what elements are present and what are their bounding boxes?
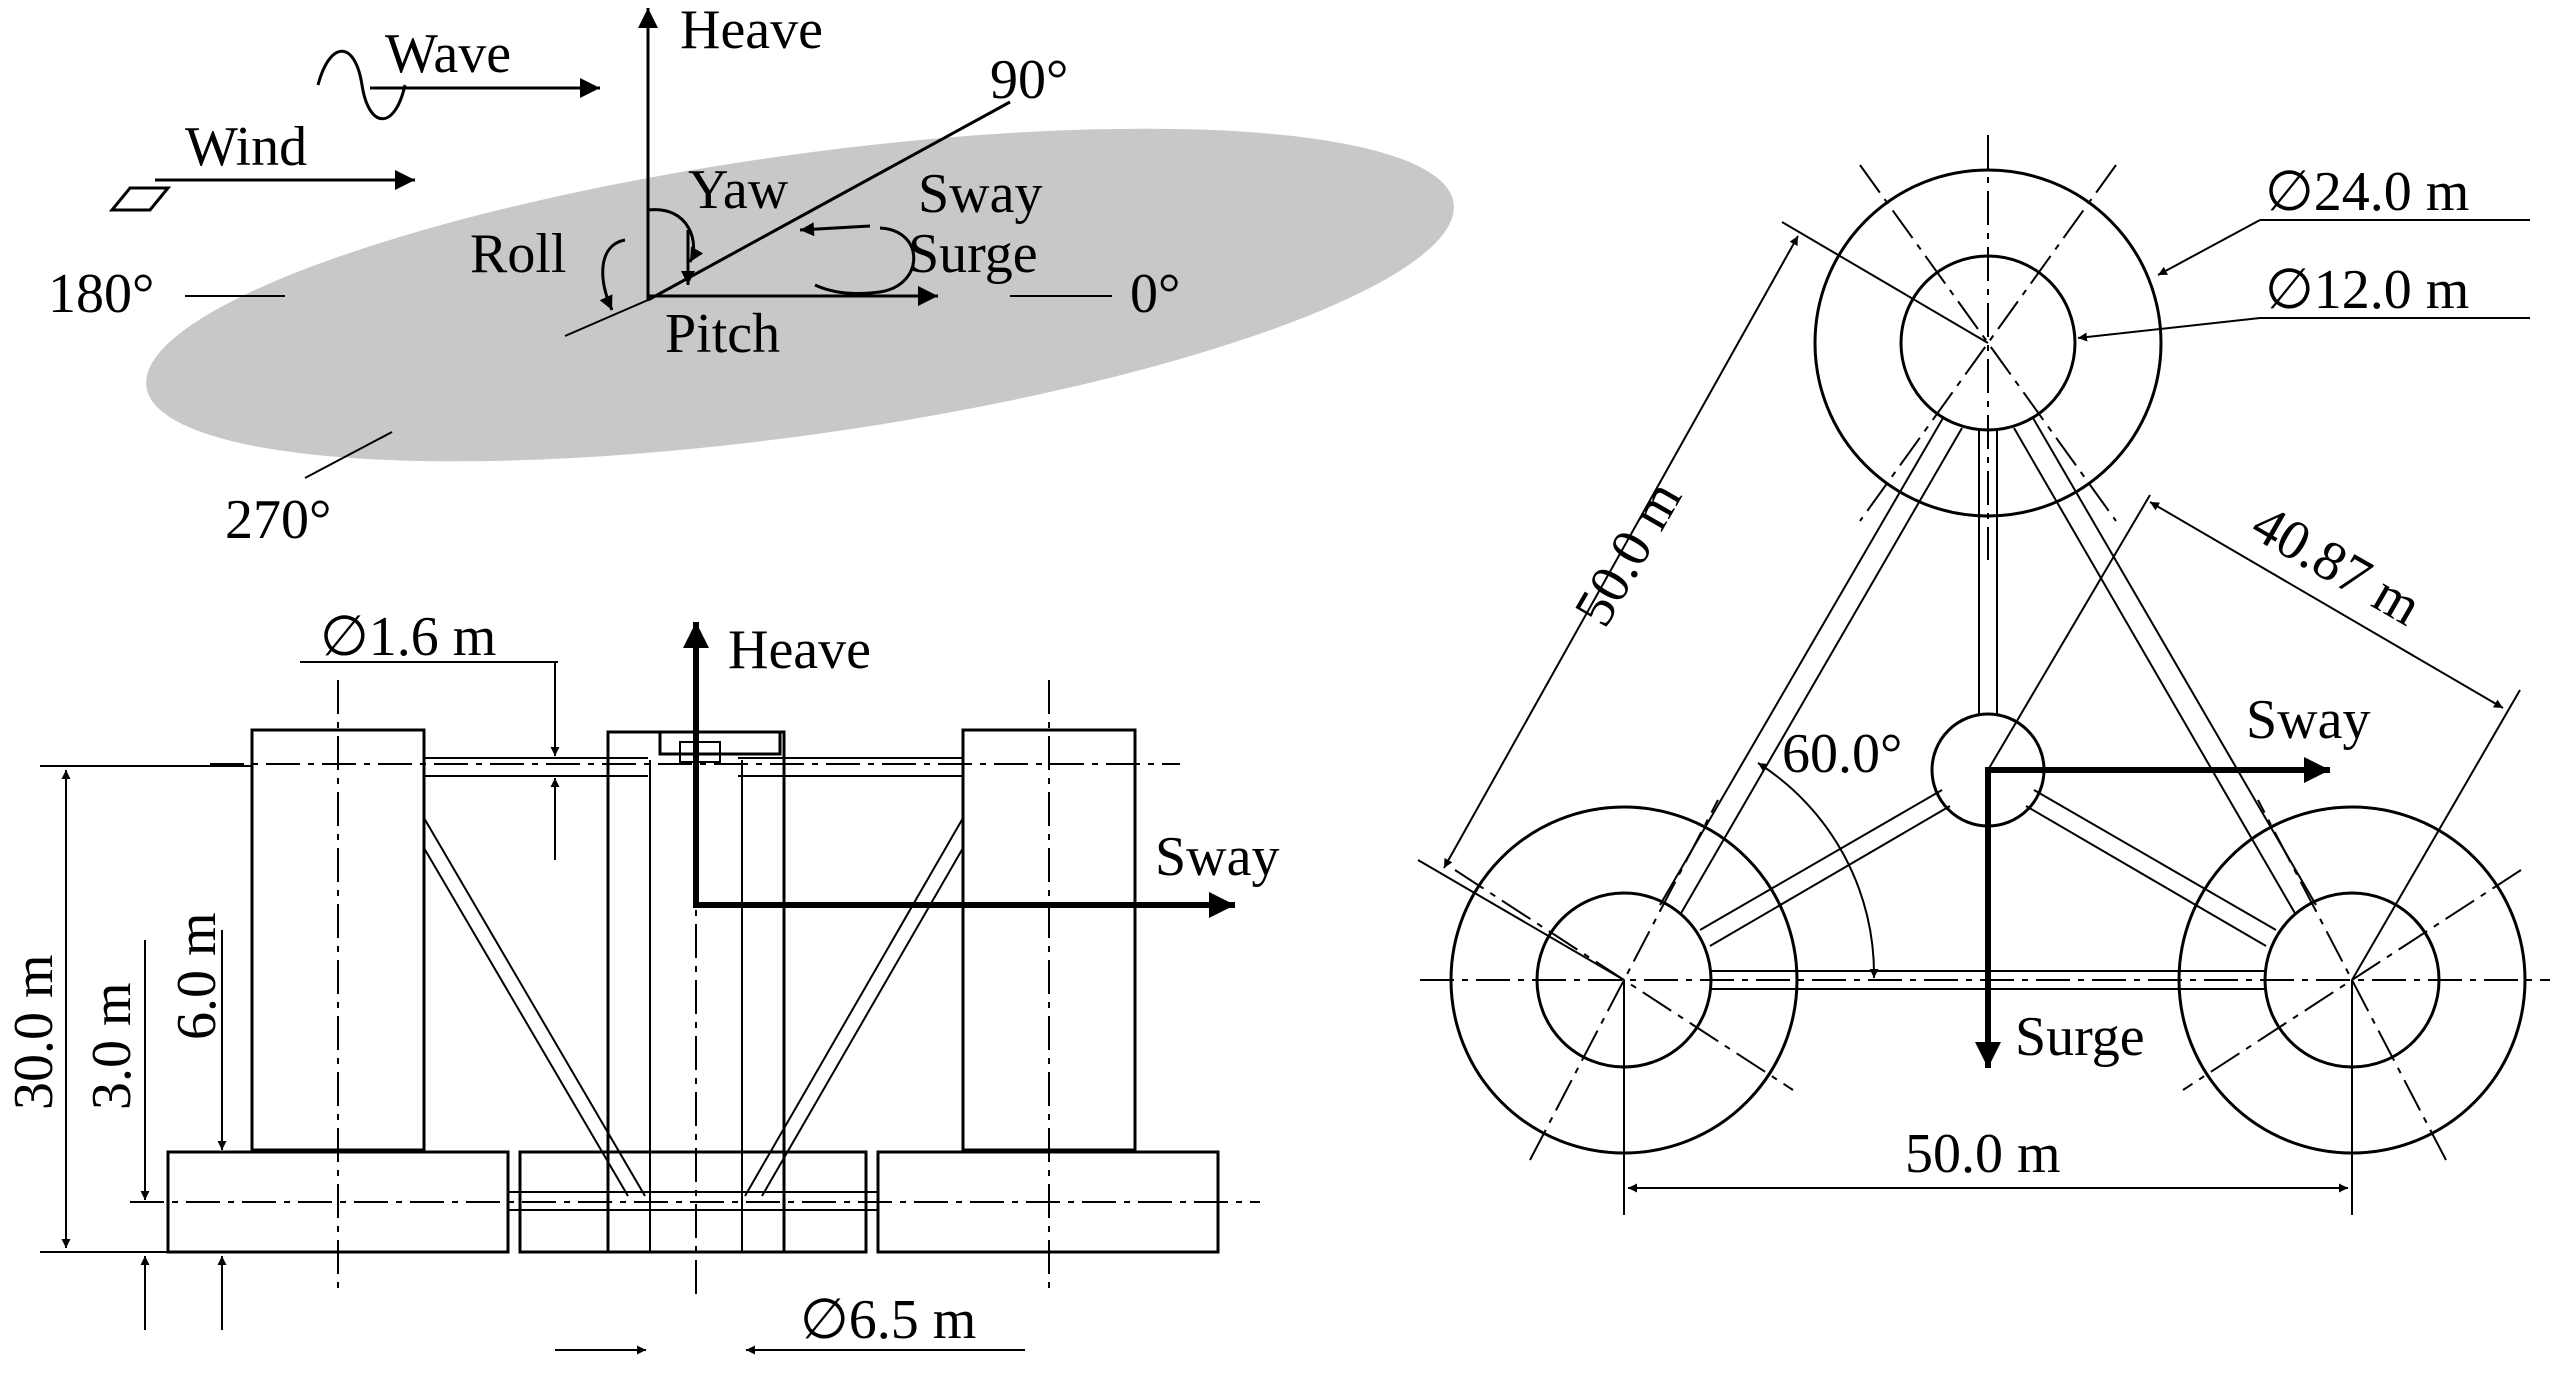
- side-length-dimension: [1443, 235, 1799, 869]
- inner-diameter-label: ∅12.0 m: [2265, 259, 2469, 321]
- plan-surge-label: Surge: [2015, 1006, 2145, 1068]
- brace-top-center: [1978, 430, 1998, 716]
- outer-diameter-label: ∅24.0 m: [2265, 161, 2469, 223]
- deg0-label: 0°: [1130, 263, 1180, 325]
- radius-dim-bottom-extension: [2351, 689, 2521, 981]
- diagonal-brace-left-b: [423, 847, 629, 1197]
- pitch-label: Pitch: [665, 303, 780, 365]
- surge-label-motion: Surge: [908, 223, 1038, 285]
- sway-rotation-head: [799, 222, 871, 237]
- brace-top-right: [2013, 417, 2317, 916]
- center-top-cap-inner: [679, 741, 721, 763]
- deg90-label: 90°: [990, 49, 1068, 111]
- height-total-label: 30.0 m: [3, 954, 65, 1110]
- brace-right-center: [2025, 789, 2277, 947]
- draft-label: 3.0 m: [81, 982, 143, 1110]
- wind-icon: [108, 186, 172, 212]
- radius-dim: [2149, 501, 2504, 709]
- angle-arc: [1757, 762, 1879, 979]
- heave-label-top: Heave: [680, 0, 823, 61]
- angle-label: 60.0°: [1782, 723, 1902, 785]
- center-radius-label: 40.87 m: [2242, 493, 2432, 638]
- roll-rotation-arrow: [599, 238, 626, 311]
- brace-diameter-label: ∅1.6 m: [320, 606, 496, 668]
- top-diagonal-centerline-a: [1859, 164, 2117, 522]
- deg270-label: 270°: [225, 489, 331, 551]
- yaw-rotation-arrow: [647, 208, 704, 263]
- diagonal-brace-left-a: [423, 817, 646, 1197]
- side-dim-top-extension: [1781, 221, 1989, 344]
- plan-sway-label: Sway: [2246, 689, 2370, 751]
- pontoon-height-label: 6.0 m: [166, 912, 228, 1040]
- plan-view: Sway Surge 60.0° 50.0 m 50.0 m 40.87 m ∅…: [1417, 135, 2550, 1215]
- roll-label: Roll: [470, 223, 566, 285]
- side-heave-label: Heave: [728, 619, 871, 681]
- top-diagonal-centerline-b: [1859, 164, 2117, 522]
- sway-rotation-arrow: [814, 226, 916, 296]
- side-length-label: 50.0 m: [1563, 471, 1694, 637]
- sway-axis-90: [647, 100, 1011, 302]
- inner-diameter-leader: [2077, 317, 2261, 342]
- wind-label: Wind: [185, 116, 307, 178]
- sway-label-motion: Sway: [918, 163, 1042, 225]
- outer-diameter-leader: [2157, 219, 2261, 276]
- motion-diagram: Heave Wave Wind 90° 180° 0° 270° Yaw Rol…: [48, 0, 1454, 551]
- wave-icon: [316, 50, 407, 120]
- center-diameter-label: ∅6.5 m: [800, 1289, 976, 1351]
- deg270-tick: [304, 431, 393, 479]
- brace-top-left: [1659, 417, 1963, 916]
- yaw-label: Yaw: [688, 159, 789, 221]
- diagonal-brace-right-a: [744, 817, 964, 1197]
- deg180-label: 180°: [48, 263, 154, 325]
- side-dim-bottom-extension: [1417, 859, 1625, 981]
- wave-label: Wave: [385, 23, 511, 85]
- base-length-label: 50.0 m: [1905, 1123, 2061, 1185]
- side-view: Heave Sway ∅1.6 m 30.0 m 3.0 m 6.0 m ∅6.…: [3, 606, 1279, 1355]
- brace-left-center: [1699, 789, 1951, 947]
- sway-axis-270-extension: [564, 299, 649, 337]
- center-radius-extension: [1987, 494, 2151, 771]
- diagonal-brace-right-b: [761, 847, 964, 1197]
- side-sway-label: Sway: [1155, 826, 1279, 888]
